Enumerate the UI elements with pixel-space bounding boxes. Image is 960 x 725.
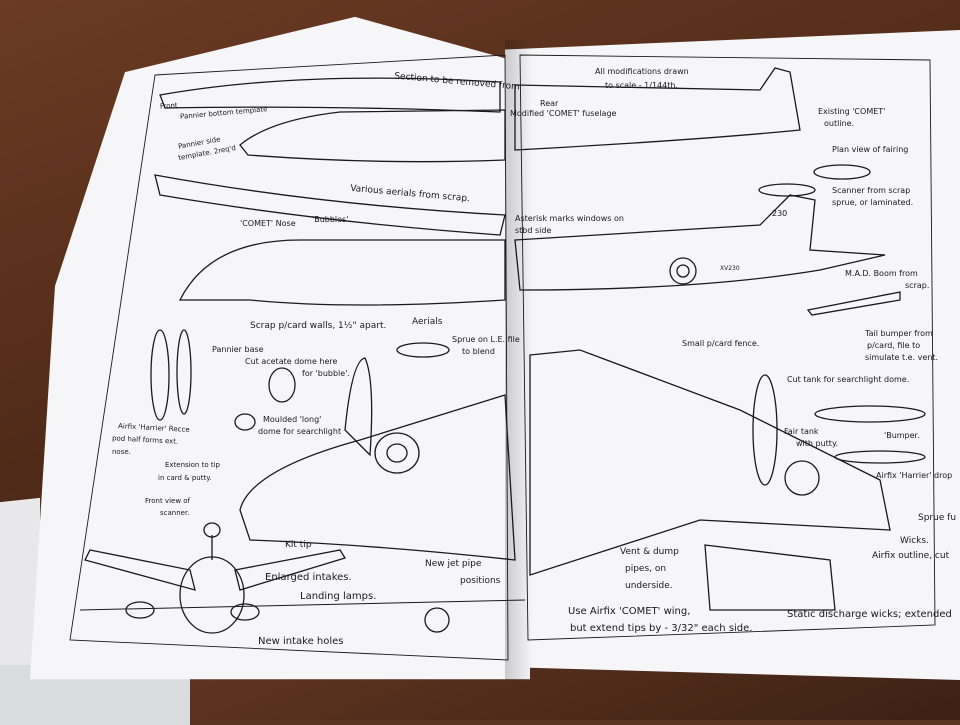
label-pcard-file: p/card, file to <box>867 341 921 350</box>
label-positions: positions <box>460 576 501 586</box>
label-underside: underside. <box>625 581 673 591</box>
label-pannier-base: Pannier base <box>212 345 264 354</box>
roundel-fuselage-inner <box>676 264 690 278</box>
label-asterisk-windows: Asterisk marks windows on <box>515 214 624 223</box>
label-scanner-scrap: Scanner from scrap <box>832 186 911 195</box>
roundel-wing-right <box>784 460 820 496</box>
drop-tank-bottom <box>834 450 926 464</box>
roundel-fuselage <box>669 257 697 285</box>
fuselage-left <box>178 239 506 306</box>
roundel-wing-left-inner <box>386 443 408 463</box>
scanner-dish <box>758 183 816 197</box>
label-starboard-side: stbd side <box>515 226 552 235</box>
label-scrap-walls: Scrap p/card walls, 1½" apart. <box>250 321 387 331</box>
label-wicks: Wicks. <box>900 536 929 546</box>
fin <box>344 357 373 457</box>
label-tail-bumper: Tail bumper from <box>865 329 933 338</box>
pannier-flat-strip <box>154 174 506 236</box>
label-vent-dump: Vent & dump <box>620 547 679 557</box>
label-to-blend: to blend <box>462 347 495 356</box>
label-but-extend: but extend tips by - 3/32" each side. <box>570 623 753 634</box>
front-view-fuselage <box>179 556 245 634</box>
label-new-jet-pipe: New jet pipe <box>425 559 482 569</box>
label-dome-searchlight: dome for searchlight <box>258 427 342 436</box>
label-serial-xv: XV230 <box>720 265 740 272</box>
wing-right <box>529 349 891 576</box>
label-new-intake: New intake holes <box>258 636 344 647</box>
moulded-dome <box>234 413 256 431</box>
label-moulded-long: Moulded 'long' <box>263 415 322 424</box>
label-extension-tip: Extension to tip <box>165 461 220 469</box>
fuselage-right <box>514 194 886 291</box>
label-with-putty: with putty. <box>796 439 839 448</box>
label-outline: outline. <box>824 119 855 128</box>
label-in-card: in card & putty. <box>158 474 212 482</box>
harrier-pod-b <box>176 329 192 415</box>
label-scrap: scrap. <box>905 281 930 290</box>
label-existing-comet: Existing 'COMET' <box>818 107 886 116</box>
mad-boom <box>806 291 901 316</box>
label-static-discharge: Static discharge wicks; extended <box>787 609 952 620</box>
label-nose: nose. <box>112 448 131 456</box>
wing-tip-extension <box>704 544 836 611</box>
label-rear: Rear <box>540 99 559 108</box>
acetate-dome <box>268 367 296 403</box>
tip-pod <box>424 607 450 633</box>
label-scanner: scanner. <box>160 509 190 517</box>
label-small-fence: Small p/card fence. <box>682 339 760 348</box>
modified-fuselage <box>514 67 801 151</box>
booklet-spine-shadow <box>505 40 533 680</box>
sprue-leading-edge <box>396 342 450 358</box>
roundel-wing-left <box>374 432 420 474</box>
label-airfix-harrier-drop: Airfix 'Harrier' drop <box>876 471 953 480</box>
fair-tank <box>752 374 778 486</box>
booklet-left-page <box>30 16 530 680</box>
harrier-pod-a <box>150 329 170 421</box>
label-modified-fuselage: Modified 'COMET' fuselage <box>510 109 617 118</box>
pannier-bottom-template <box>159 77 501 113</box>
label-simulate-vent: simulate t.e. vent. <box>865 353 939 362</box>
label-serial-230: 230 <box>772 209 788 218</box>
drop-tank-top <box>814 405 926 423</box>
label-landing-lamps: Landing lamps. <box>300 591 377 602</box>
label-use-airfix: Use Airfix 'COMET' wing, <box>568 606 691 617</box>
label-fair-tank: Fair tank <box>784 427 819 436</box>
label-kit-tip: Kit tip <box>285 540 312 550</box>
pannier-side-template <box>239 109 506 163</box>
front-view-scanner <box>203 522 221 538</box>
front-view-wing-right <box>234 549 347 591</box>
label-aerials: Aerials <box>412 317 443 327</box>
label-sprue-right: Sprue fu <box>918 513 957 523</box>
wing-left <box>239 394 516 561</box>
label-bubbles: 'Bubbles' <box>312 215 349 224</box>
fairing-plan <box>813 164 871 180</box>
label-plan-view: Plan view of fairing <box>832 145 909 154</box>
label-sprue-laminated: sprue, or laminated. <box>832 198 914 207</box>
intake-right <box>230 603 260 621</box>
label-front: Front <box>159 101 178 111</box>
label-cut-tank: Cut tank for searchlight dome. <box>787 375 910 384</box>
label-pipes-on: pipes, on <box>625 564 667 574</box>
label-front-view: Front view of <box>145 497 191 505</box>
page-border-left <box>69 54 509 661</box>
label-airfix-outline: Airfix outline, cut <box>872 551 950 561</box>
front-view-wing <box>84 549 196 591</box>
label-enlarged-intakes: Enlarged intakes. <box>265 572 352 583</box>
label-sprue-on-edge: Sprue on L.E. file <box>452 335 520 344</box>
booklet-right-page <box>505 30 960 680</box>
label-mad-boom: M.A.D. Boom from <box>845 269 918 278</box>
intake-left <box>125 601 155 619</box>
page-border-right <box>519 54 936 641</box>
label-to-scale: to scale - 1/144th. <box>605 81 678 90</box>
label-cut-acetate: Cut acetate dome here <box>245 357 338 366</box>
label-for-bubble: for 'bubble'. <box>302 369 350 378</box>
label-all-mods: All modifications drawn <box>595 67 689 76</box>
label-bumper: 'Bumper. <box>884 431 920 440</box>
label-comet-nose: 'COMET' Nose <box>240 219 296 228</box>
